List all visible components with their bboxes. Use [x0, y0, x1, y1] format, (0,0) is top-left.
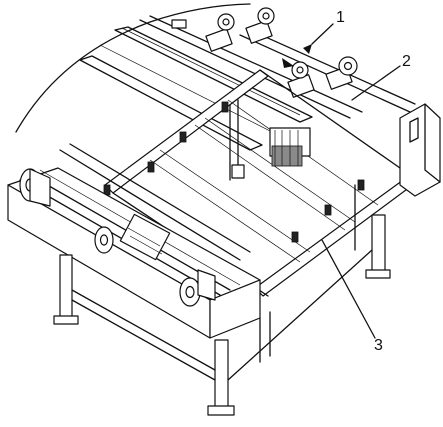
top-roller-assembly	[171, 7, 358, 98]
motor-housing	[399, 103, 441, 197]
callout-3-label: 3	[374, 337, 383, 354]
callout-2: 2	[351, 53, 411, 101]
callout-1-label: 1	[336, 9, 345, 26]
callout-1: 1	[303, 9, 345, 54]
callout-3: 3	[321, 239, 383, 354]
cross-frame	[104, 69, 419, 297]
direction-arrow	[282, 58, 294, 68]
callout-2-label: 2	[402, 53, 411, 70]
cylinder-block	[269, 127, 311, 167]
cutaway-boundary	[15, 3, 251, 133]
clamp-set	[103, 101, 365, 243]
legs	[53, 164, 391, 416]
lower-roller-assembly	[19, 168, 216, 307]
